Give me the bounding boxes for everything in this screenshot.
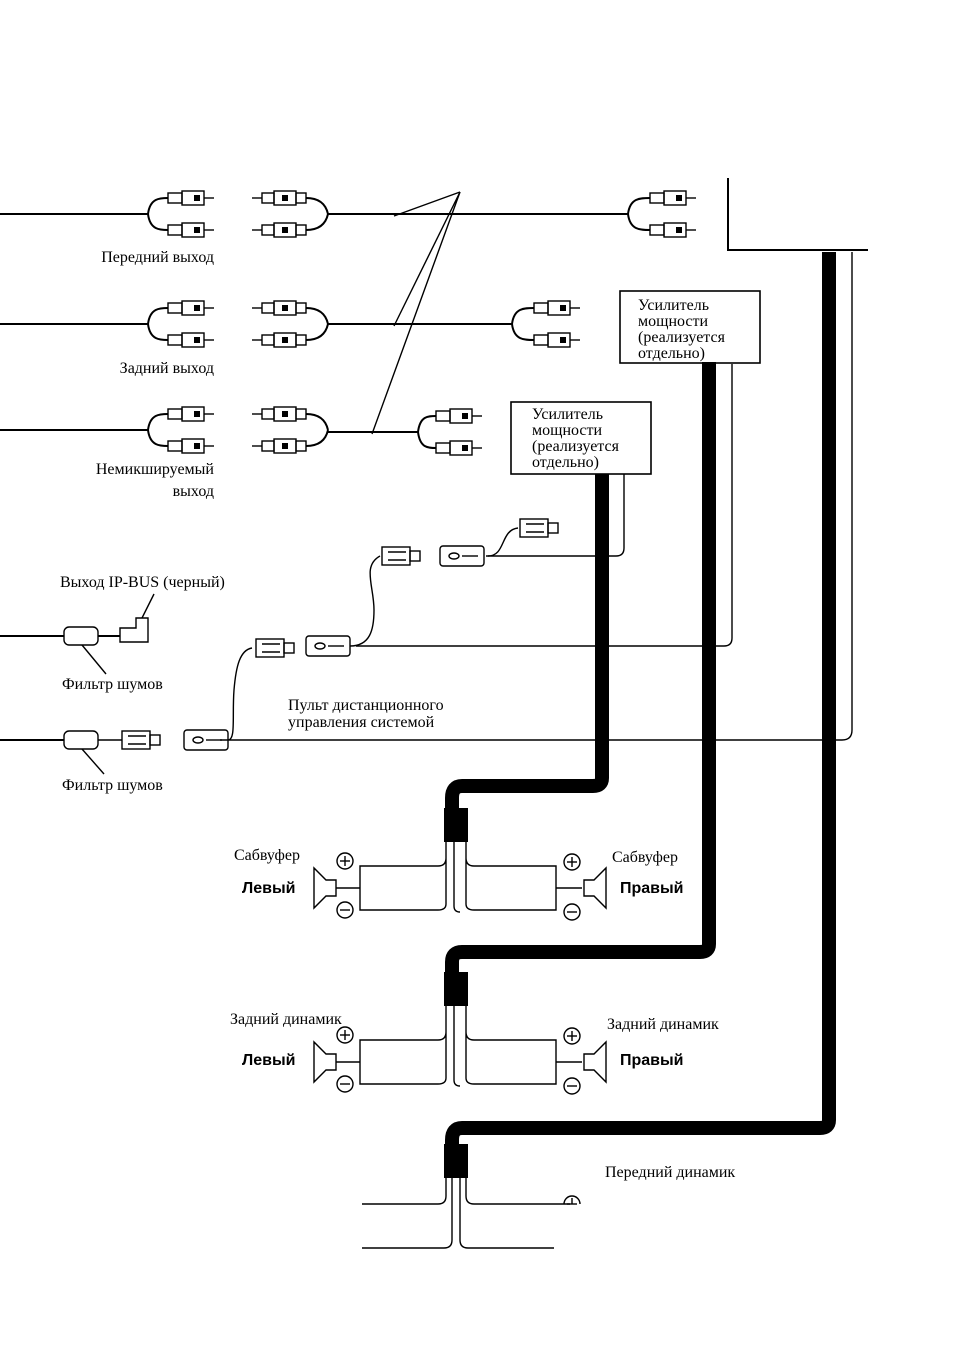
rear-output-rca: [0, 300, 581, 348]
plus-terminal-icon: [336, 1026, 354, 1044]
minus-terminal-icon: [336, 901, 354, 919]
front-speaker-wiring: [362, 1178, 570, 1249]
rear-speaker-wiring: [336, 1006, 582, 1087]
rear-left-title: Задний динамик: [230, 1011, 342, 1028]
speaker-icon: [313, 1040, 337, 1084]
rca-plug-icon: [251, 222, 307, 238]
rca-plug-icon: [649, 190, 697, 206]
nonfader-output-label-1: Немикшируемый: [96, 461, 215, 478]
speaker-icon: [583, 866, 607, 910]
minus-terminal-icon: [563, 903, 581, 921]
plus-terminal-icon: [563, 853, 581, 871]
plus-terminal-icon: [336, 852, 354, 870]
remote-label-2: управления системой: [288, 714, 435, 731]
subwoofer-left-side: Левый: [242, 880, 295, 897]
subwoofer-wiring: [336, 842, 582, 913]
rear-right-side: Правый: [620, 1052, 684, 1069]
plus-terminal-icon: [563, 1195, 581, 1205]
rca-plug-icon: [649, 222, 697, 238]
svg-text:отдельно): отдельно): [638, 345, 705, 362]
svg-text:Усилитель: Усилитель: [638, 297, 709, 314]
callout-leaders: [371, 191, 461, 435]
rca-plug-icon: [251, 190, 307, 206]
svg-text:(реализуется: (реализуется: [532, 438, 620, 455]
amplifier-box-2: Усилитель мощности (реализуется отдельно…: [510, 401, 652, 475]
svg-text:мощности: мощности: [638, 313, 709, 330]
svg-text:(реализуется: (реализуется: [638, 329, 726, 346]
bullet-connector-icon: [255, 638, 295, 658]
nonfader-output-label-2: выход: [173, 483, 214, 500]
rear-right-title: Задний динамик: [607, 1016, 719, 1033]
front-output-rca: [0, 190, 697, 238]
front-speaker-title: Передний динамик: [605, 1164, 735, 1181]
ipbus-label: Выход IP-BUS (черный): [60, 574, 225, 591]
noise-filter-1-label: Фильтр шумов: [62, 676, 163, 693]
rear-left-side: Левый: [242, 1052, 295, 1069]
minus-terminal-icon: [336, 1075, 354, 1093]
amplifier-box-1: Усилитель мощности (реализуется отдельно…: [619, 290, 761, 364]
svg-text:мощности: мощности: [532, 422, 603, 439]
amp2-remote-wire: [486, 474, 625, 557]
rca-plug-icon: [167, 222, 215, 238]
plus-terminal-icon: [563, 1027, 581, 1045]
rear-speaker-cable: [445, 362, 716, 1004]
svg-text:отдельно): отдельно): [532, 454, 599, 471]
svg-text:Усилитель: Усилитель: [532, 406, 603, 423]
subwoofer-right-title: Сабвуфер: [612, 849, 678, 866]
noise-filter-1-icon: [63, 626, 99, 646]
front-output-label: Передний выход: [101, 249, 214, 266]
bullet-connector-icon: [439, 545, 485, 567]
minus-terminal-icon: [563, 1077, 581, 1095]
ipbus-connector-icon: [119, 617, 149, 643]
bullet-connector-icon: [121, 730, 161, 750]
remote-label-1: Пульт дистанционного: [288, 697, 444, 714]
subwoofer-left-title: Сабвуфер: [234, 847, 300, 864]
speaker-icon: [313, 866, 337, 910]
remote-wire: [220, 252, 853, 741]
bullet-connector-icon: [183, 729, 229, 751]
bullet-connector-icon: [305, 635, 351, 657]
bullet-connector-icon: [381, 546, 421, 566]
subwoofer-cable: [445, 474, 609, 838]
subwoofer-right-side: Правый: [620, 880, 684, 897]
head-unit-outline: [727, 178, 868, 251]
speaker-icon: [583, 1040, 607, 1084]
noise-filter-2-label: Фильтр шумов: [62, 777, 163, 794]
nonfader-output-rca: [0, 406, 483, 456]
amp1-remote-wire: [356, 364, 733, 647]
bullet-connector-icon: [519, 518, 559, 538]
rear-output-label: Задний выход: [120, 360, 214, 377]
rca-plug-icon: [167, 190, 215, 206]
noise-filter-2-icon: [63, 730, 99, 750]
front-speaker-cable: [445, 252, 836, 1175]
